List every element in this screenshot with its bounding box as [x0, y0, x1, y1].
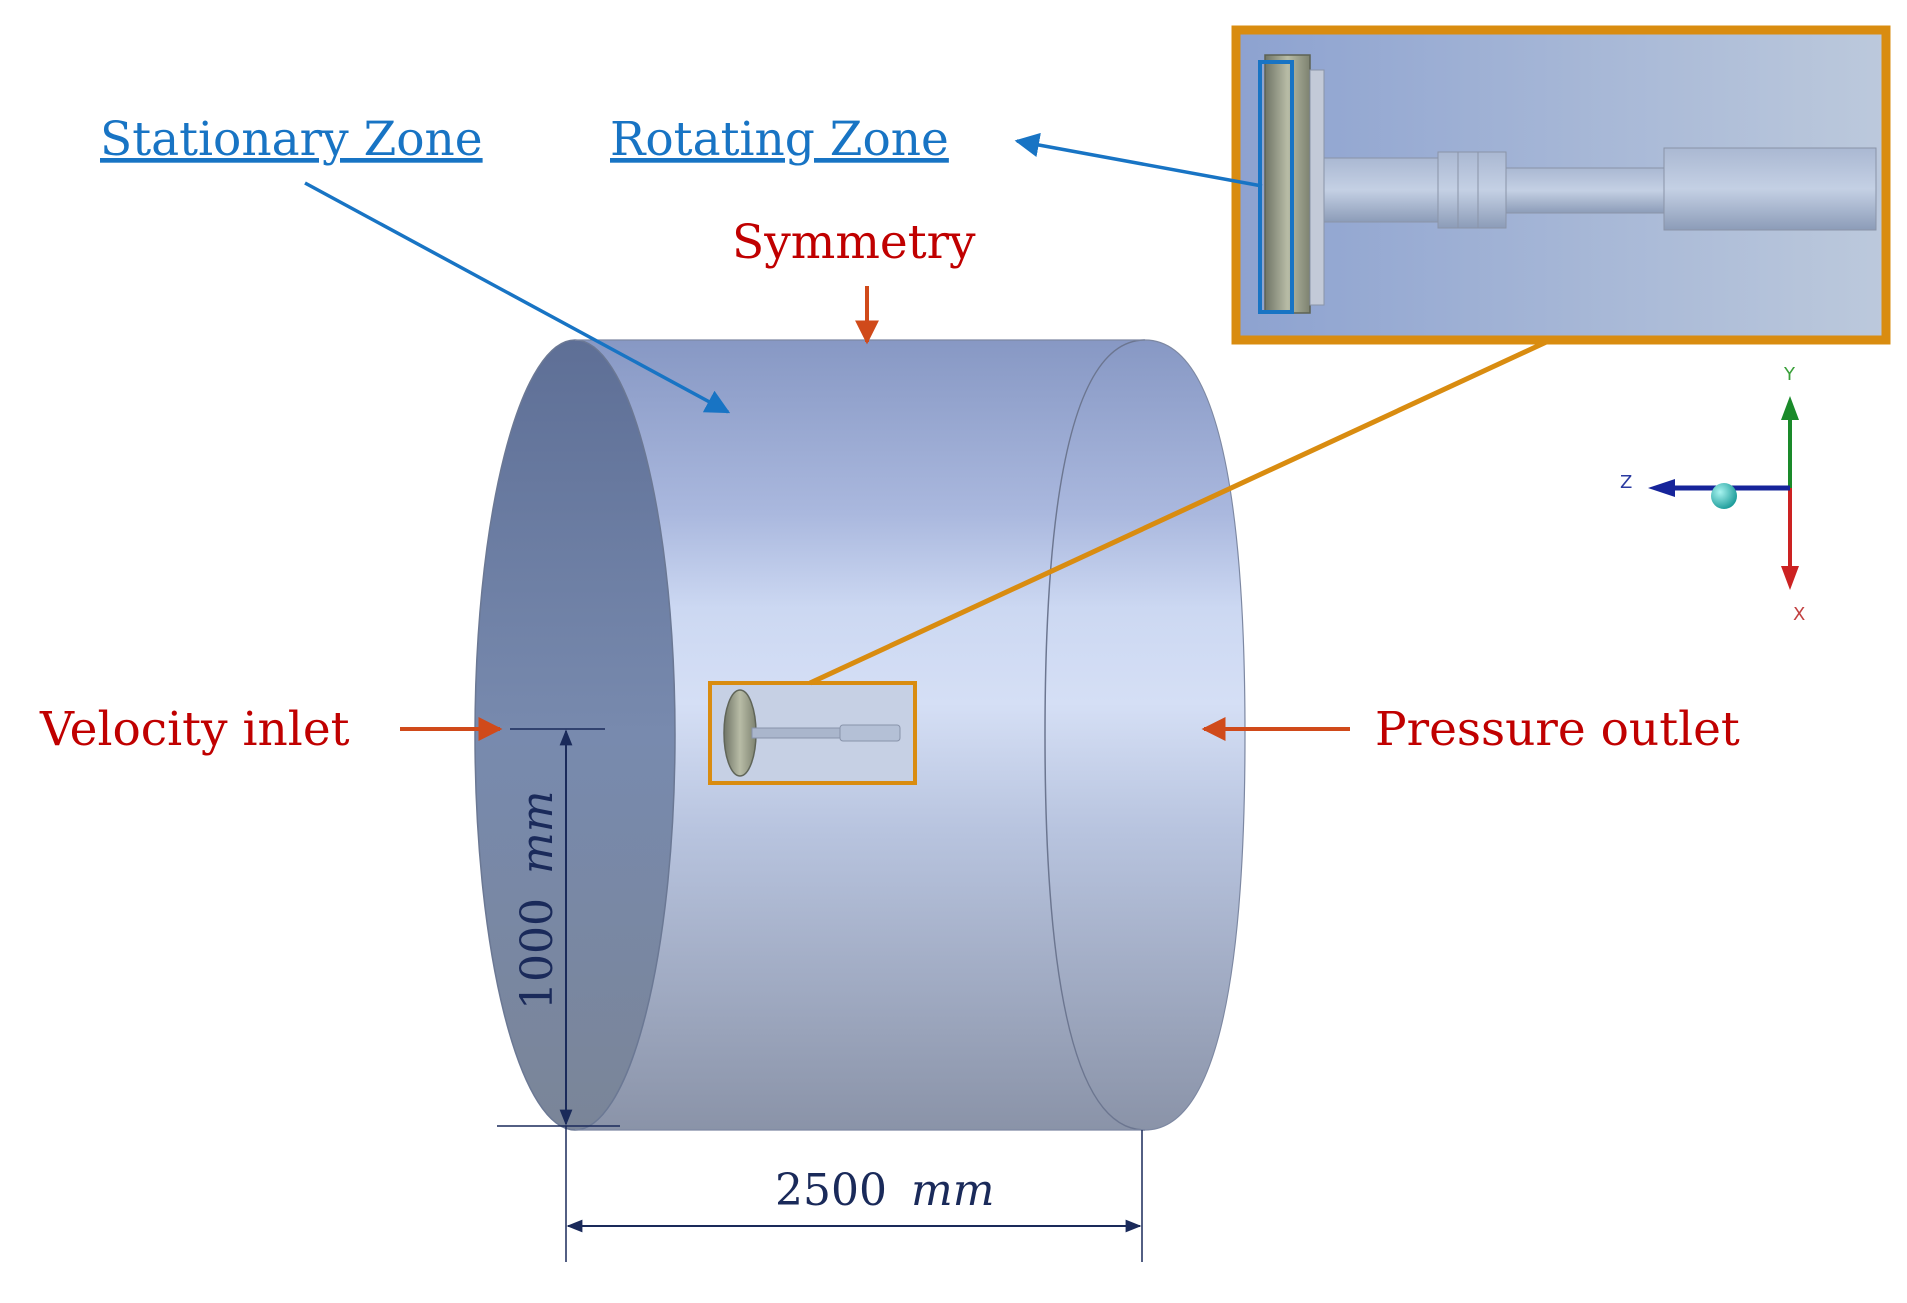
triad-y-label: Y	[1783, 364, 1796, 385]
cylinder-outline	[575, 339, 1246, 1131]
length-label: 2500 mm	[775, 1165, 994, 1216]
inset-shaft-end	[1663, 147, 1877, 231]
triad-x-label: X	[1793, 604, 1805, 625]
rotating-zone-arrow	[1014, 132, 1263, 188]
triad-origin-ball	[1711, 483, 1737, 509]
small-disc	[723, 689, 757, 777]
inset-zoom-panel	[1231, 25, 1891, 345]
inset-disc	[1264, 54, 1311, 314]
triad-z-label: Z	[1620, 472, 1632, 493]
inlet-face	[474, 339, 676, 1131]
velocity-inlet-label: Velocity inlet	[39, 702, 350, 757]
length-dimension: 2500 mm	[565, 1126, 1143, 1262]
inset-shaft	[1505, 167, 1667, 214]
symmetry-label: Symmetry	[732, 215, 976, 270]
rotating-zone-label: Rotating Zone	[610, 112, 949, 167]
small-shaft	[751, 727, 843, 739]
rotating-zone-box	[708, 681, 917, 785]
inset-hub	[1323, 157, 1445, 223]
inset-coupling	[1437, 151, 1507, 229]
stationary-zone-label: Stationary Zone	[100, 112, 483, 167]
stationary-zone-arrow	[304, 181, 731, 414]
diameter-label: 1000 mm	[512, 791, 563, 1010]
diameter-dimension: 1000 mm	[497, 728, 620, 1127]
inset-flange	[1309, 69, 1325, 306]
coordinate-triad: Y Z X	[1620, 364, 1805, 625]
callout-connector	[808, 335, 1557, 686]
pressure-outlet-label: Pressure outlet	[1375, 702, 1740, 757]
outlet-face-edge	[1044, 339, 1146, 1131]
small-shaft-end	[839, 724, 901, 742]
